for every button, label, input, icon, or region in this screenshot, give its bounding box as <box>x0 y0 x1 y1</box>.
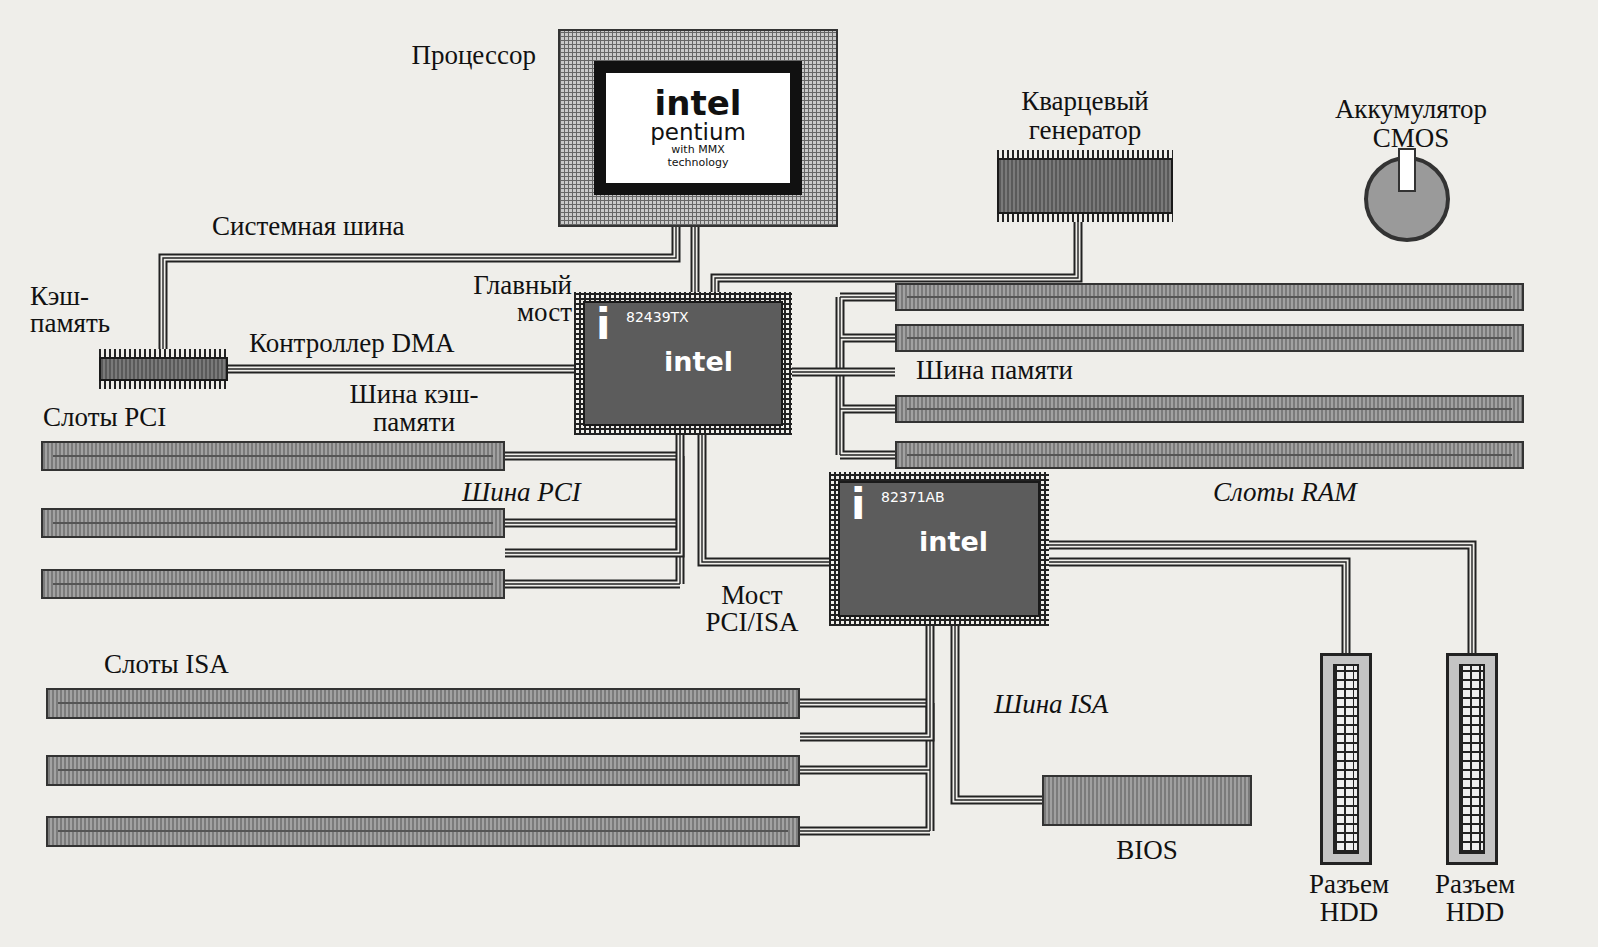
bus-line <box>693 227 698 292</box>
node-text: intel <box>919 528 988 555</box>
expansion-slot <box>46 816 800 847</box>
cache-chip: Кэш-память <box>99 349 228 389</box>
node-heading: Кэш-память <box>30 283 142 337</box>
bus-line <box>691 227 700 292</box>
bus-label: Шина памяти <box>912 356 1077 384</box>
node-text: pentium <box>650 120 746 144</box>
bus-line <box>1049 545 1472 653</box>
node-text: 82371AB <box>881 490 945 505</box>
node-heading: BIOS <box>1044 836 1250 864</box>
bus-connector <box>1049 545 1472 653</box>
isa-slot-group: Слоты ISA <box>46 688 800 847</box>
chip-body <box>997 158 1173 214</box>
bus-connector <box>228 369 574 370</box>
chip-body <box>99 357 228 381</box>
node-heading: Слоты PCI <box>43 403 166 431</box>
bus-line <box>694 227 695 292</box>
bus-connector <box>695 227 696 292</box>
bus-line <box>702 435 829 562</box>
hdd-connector: Разъем HDD <box>1320 653 1372 865</box>
bus-label: Системная шина <box>208 212 409 240</box>
processor-chip: intelpentiumwith MMX technologyПроцессор <box>558 29 838 227</box>
expansion-slot <box>895 283 1524 311</box>
node-text: intel <box>664 348 733 375</box>
bus-line <box>792 370 895 375</box>
bus-line <box>1049 545 1472 653</box>
node-heading: Разъем HDD <box>1409 870 1541 927</box>
bus-line <box>228 367 574 372</box>
connector-pins <box>1333 664 1359 854</box>
node-heading: Аккумулятор CMOS <box>1311 95 1511 152</box>
north-bridge-chip: Главный мостi82439TXintel <box>574 292 792 435</box>
bus-line <box>228 365 574 374</box>
hdd-connector: Разъем HDD <box>1446 653 1498 865</box>
bus-label: Шина ISA <box>990 690 1112 718</box>
south-bridge-chip: Мост PCI/ISAi82371ABintel <box>829 472 1049 626</box>
bus-connector <box>1049 562 1346 653</box>
expansion-slot <box>46 755 800 786</box>
bus-line <box>1049 562 1346 653</box>
expansion-slot <box>46 688 800 719</box>
node-text: 82439TX <box>626 310 689 325</box>
bus-line <box>792 368 895 377</box>
bus-line <box>792 371 895 372</box>
node-text: with MMX technology <box>643 144 753 169</box>
node-text: i <box>596 304 610 346</box>
bus-line <box>715 222 1078 292</box>
expansion-slot <box>895 441 1524 469</box>
bus-line <box>800 626 930 737</box>
bios-chip: BIOS <box>1042 775 1252 826</box>
node-heading: Слоты RAM <box>1213 478 1357 506</box>
connector-pins <box>1459 664 1485 854</box>
node-heading: Главный мост <box>442 272 572 326</box>
node-heading: Мост PCI/ISA <box>677 582 827 636</box>
bus-label: Шина PCI <box>458 478 585 506</box>
expansion-slot <box>41 569 505 599</box>
node-heading: Кварцевый генератор <box>977 87 1193 144</box>
expansion-slot <box>895 395 1524 423</box>
bus-line <box>1049 562 1346 653</box>
node-text: i <box>851 484 865 526</box>
bus-line <box>1049 562 1346 653</box>
bus-connector <box>702 435 829 562</box>
node-heading: Разъем HDD <box>1283 870 1415 927</box>
bus-note: Контроллер DMA <box>245 329 459 357</box>
node-heading: Процессор <box>411 41 536 69</box>
bus-line <box>702 435 829 562</box>
bus-connector <box>715 222 1078 292</box>
expansion-slot <box>895 324 1524 352</box>
node-heading: Слоты ISA <box>104 650 229 678</box>
bus-line <box>228 368 574 369</box>
node-text: intel <box>655 86 742 120</box>
bus-label: Шина кэш-памяти <box>330 380 498 437</box>
crystal-oscillator: Кварцевый генератор <box>997 150 1173 222</box>
bus-line <box>1049 545 1472 653</box>
chip-label-card: intelpentiumwith MMX technology <box>594 61 802 195</box>
bus-line <box>702 435 829 562</box>
bus-line <box>715 222 1078 292</box>
expansion-slot <box>41 441 505 471</box>
pci-slot-group: Слоты PCI <box>41 441 505 600</box>
bus-line <box>800 626 930 737</box>
bus-line <box>800 626 930 737</box>
expansion-slot <box>41 508 505 538</box>
battery-clip <box>1398 148 1416 192</box>
bus-connector <box>800 626 930 737</box>
cmos-battery: Аккумулятор CMOS <box>1364 156 1450 242</box>
bus-line <box>715 222 1078 292</box>
bus-connector <box>792 372 895 373</box>
